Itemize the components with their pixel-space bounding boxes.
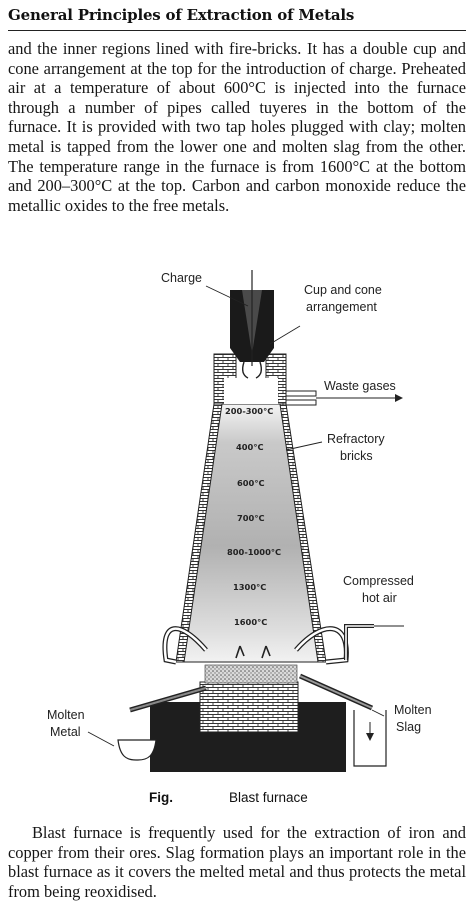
tap-holes [117, 673, 387, 767]
temp-label: 200-300°C [225, 406, 273, 416]
molten-metal-label: Metal [50, 725, 81, 739]
cup-cone-label: arrangement [306, 300, 377, 314]
furnace-base [150, 681, 346, 772]
charge-label: Charge [161, 271, 202, 285]
compressed-air-label: Compressed [343, 574, 414, 588]
cup-cone-label: Cup and cone [304, 283, 382, 297]
molten-metal-label: Molten [47, 708, 85, 722]
intro-paragraph: and the inner regions lined with fire-br… [8, 39, 466, 215]
refractory-label: bricks [340, 449, 373, 463]
waste-gases-label: Waste gases [324, 379, 396, 393]
molten-slag-label: Molten [394, 703, 432, 717]
figure-caption: Blast furnace [229, 790, 308, 805]
temp-label: 1600°C [234, 617, 267, 627]
hearth-charge [204, 664, 298, 684]
temp-label: 700°C [237, 513, 265, 523]
temp-label: 1300°C [233, 582, 266, 592]
figure-caption-prefix: Fig. [149, 790, 173, 805]
tuyere-pipes [162, 624, 404, 665]
waste-gas-pipe [285, 390, 403, 406]
temp-label: 600°C [237, 478, 265, 488]
page-header: General Principles of Extraction of Meta… [8, 4, 466, 31]
refractory-label: Refractory [327, 432, 385, 446]
molten-slag-label: Slag [396, 720, 421, 734]
temp-label: 800-1000°C [227, 547, 281, 557]
compressed-air-label: hot air [362, 591, 397, 605]
callout-lines [87, 285, 385, 747]
temp-label: 400°C [236, 442, 264, 452]
closing-paragraph: Blast furnace is frequently used for the… [8, 823, 466, 901]
blast-furnace-figure: 200-300°C 400°C 600°C 700°C 800-1000°C 1… [47, 270, 432, 805]
